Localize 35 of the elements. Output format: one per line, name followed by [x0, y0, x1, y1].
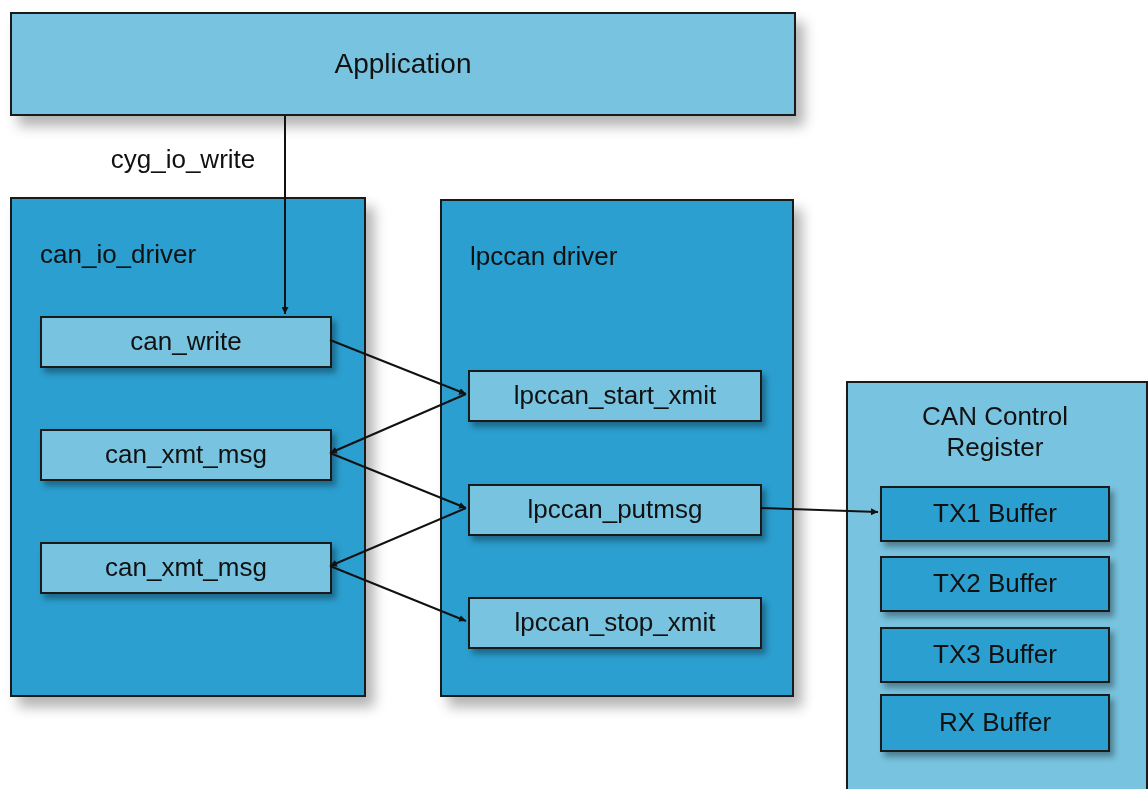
box-label: lpccan_putmsg: [527, 494, 703, 526]
box-label: TX2 Buffer: [933, 568, 1057, 600]
module-panel: [846, 381, 1148, 789]
process-box: [10, 12, 796, 116]
process-box: [880, 486, 1110, 542]
box-label: can_write: [130, 326, 242, 358]
process-box: [880, 627, 1110, 683]
arrow: [281, 115, 289, 315]
box-label: can_io_driver: [40, 239, 197, 271]
process-box: [468, 597, 762, 649]
box-label: lpccan_stop_xmit: [514, 607, 716, 639]
process-box: [468, 484, 762, 536]
process-box: [40, 542, 332, 594]
process-box: [880, 556, 1110, 612]
box-label: CAN Control Register: [921, 401, 1069, 464]
box-label: lpccan_start_xmit: [513, 380, 717, 412]
box-label: lpccan driver: [470, 241, 618, 273]
box-label: can_xmt_msg: [105, 439, 267, 471]
process-box: [880, 694, 1110, 752]
arrow: [759, 507, 879, 516]
box-label: TX3 Buffer: [933, 639, 1057, 671]
box-label: can_xmt_msg: [105, 552, 267, 584]
process-box: [40, 316, 332, 368]
arrow: [329, 339, 467, 395]
arrow: [329, 565, 467, 622]
process-box: [468, 370, 762, 422]
box-label: TX1 Buffer: [933, 498, 1057, 530]
process-box: [40, 429, 332, 481]
module-panel: [440, 199, 794, 697]
module-panel: [10, 197, 366, 697]
box-label: RX Buffer: [938, 707, 1052, 739]
arrow: [329, 507, 467, 567]
box-label: Application: [334, 47, 472, 81]
arrow: [329, 393, 467, 454]
arrow: [329, 452, 467, 509]
